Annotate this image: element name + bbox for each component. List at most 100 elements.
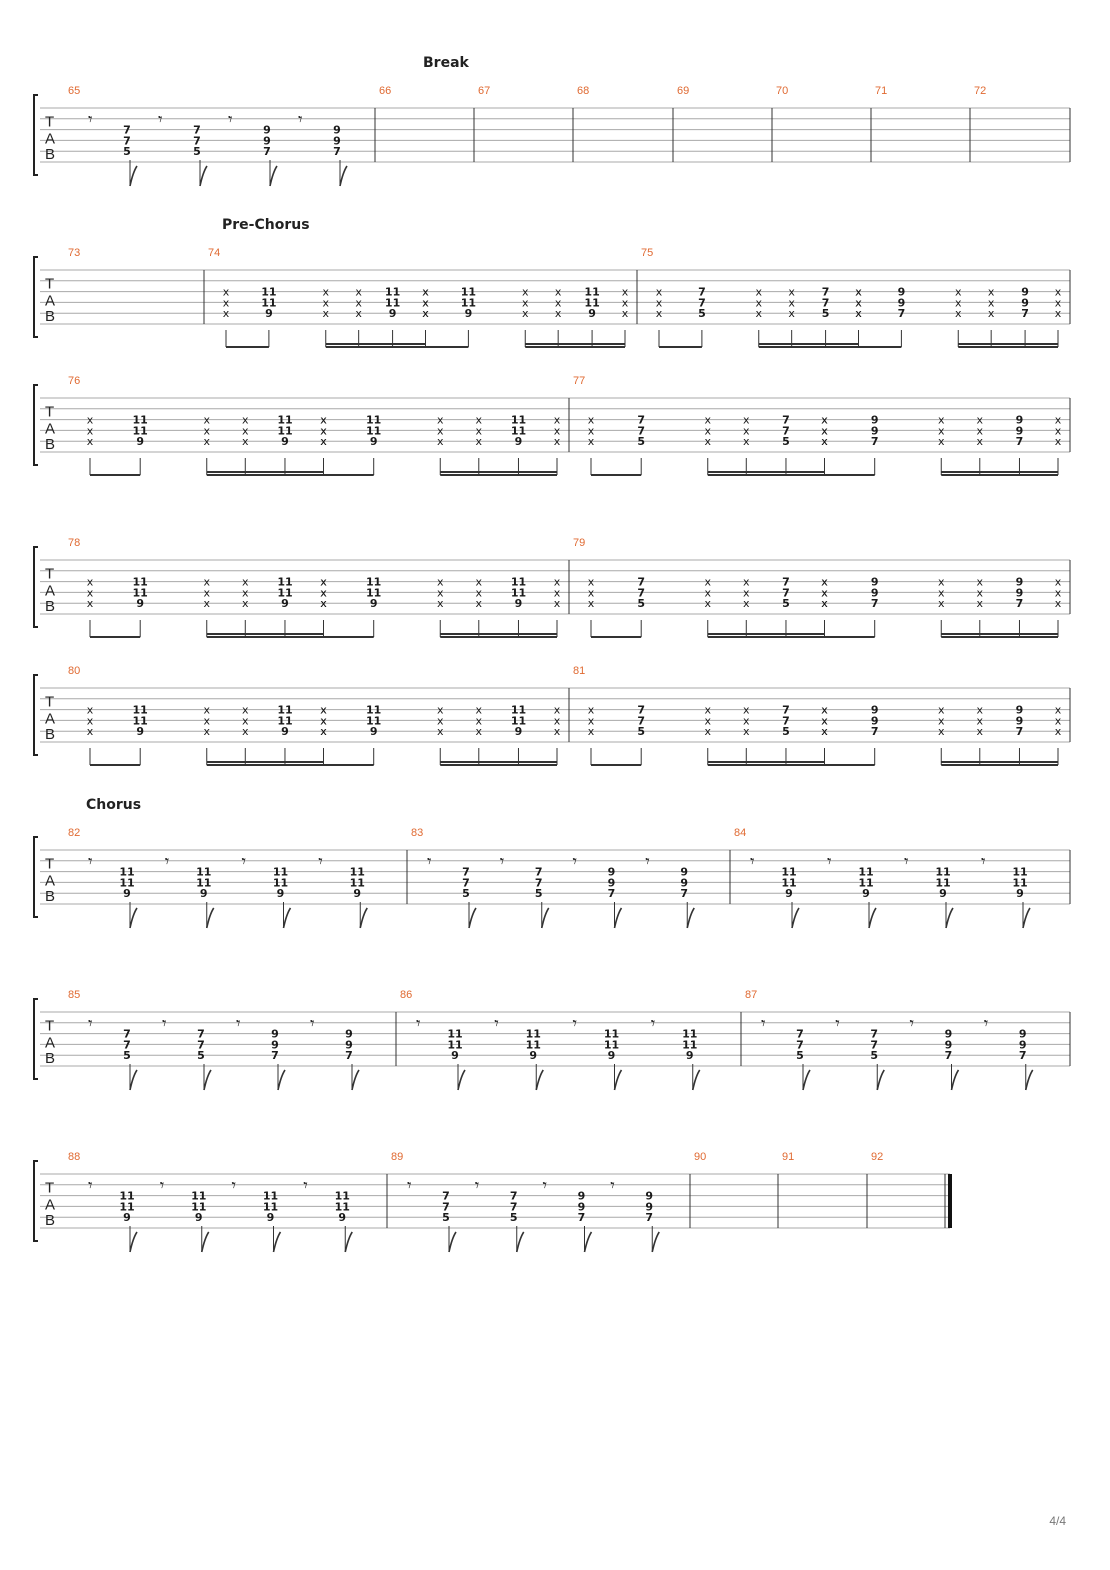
fret-number: 11 <box>133 576 148 589</box>
muted-note: x <box>743 725 750 738</box>
fret-number: 11 <box>858 876 873 889</box>
muted-note: x <box>320 597 327 610</box>
fret-number: 11 <box>385 296 400 309</box>
note-flag <box>1024 1069 1034 1091</box>
tab-clef-a: A <box>45 582 55 599</box>
measure-number: 87 <box>745 989 757 1001</box>
eighth-rest: 𝄾 <box>475 1176 480 1196</box>
eighth-rest: 𝄾 <box>88 1014 93 1034</box>
eighth-rest: 𝄾 <box>610 1176 615 1196</box>
fret-number: 5 <box>782 597 790 610</box>
measure-number: 75 <box>641 247 653 259</box>
fret-number: 5 <box>510 1211 518 1224</box>
tab-clef-b: B <box>45 146 55 163</box>
muted-note: x <box>554 725 561 738</box>
muted-note: x <box>522 307 529 320</box>
fret-number: 11 <box>858 866 873 879</box>
eighth-rest: 𝄾 <box>500 852 505 872</box>
muted-note: x <box>1055 704 1062 717</box>
fret-number: 9 <box>200 887 208 900</box>
measure-number: 88 <box>68 1151 80 1163</box>
muted-note: x <box>977 414 984 427</box>
measure-number: 65 <box>68 85 80 97</box>
fret-number: 11 <box>385 286 400 299</box>
muted-note: x <box>242 725 249 738</box>
fret-number: 11 <box>133 424 148 437</box>
fret-number: 11 <box>935 876 950 889</box>
fret-number: 9 <box>265 307 273 320</box>
fret-number: 7 <box>1016 597 1024 610</box>
muted-note: x <box>977 704 984 717</box>
fret-number: 11 <box>604 1028 619 1041</box>
measure-number: 92 <box>871 1151 883 1163</box>
fret-number: 7 <box>197 1028 205 1041</box>
fret-number: 5 <box>782 725 790 738</box>
fret-number: 11 <box>935 866 950 879</box>
muted-note: x <box>554 576 561 589</box>
system-bracket <box>33 836 38 918</box>
tab-clef-b: B <box>45 726 55 743</box>
muted-note: x <box>1055 714 1062 727</box>
muted-note: x <box>203 725 210 738</box>
fret-number: 11 <box>1012 866 1027 879</box>
eighth-rest: 𝄾 <box>904 852 909 872</box>
tab-clef-t: T <box>45 404 54 421</box>
muted-note: x <box>87 704 94 717</box>
fret-number: 9 <box>578 1190 586 1203</box>
muted-note: x <box>437 597 444 610</box>
muted-note: x <box>704 576 711 589</box>
fret-number: 7 <box>123 134 131 147</box>
fret-number: 5 <box>698 307 706 320</box>
muted-note: x <box>622 286 629 299</box>
fret-number: 9 <box>465 307 473 320</box>
fret-number: 11 <box>277 576 292 589</box>
measure-number: 86 <box>400 989 412 1001</box>
note-flag <box>205 907 215 929</box>
muted-note: x <box>242 597 249 610</box>
fret-number: 9 <box>898 296 906 309</box>
tab-clef-b: B <box>45 1050 55 1067</box>
note-flag <box>583 1231 593 1253</box>
fret-number: 7 <box>637 586 645 599</box>
muted-note: x <box>955 307 962 320</box>
note-flag <box>868 907 877 929</box>
fret-number: 7 <box>193 124 201 137</box>
muted-note: x <box>938 414 945 427</box>
muted-note: x <box>322 307 329 320</box>
fret-number: 7 <box>333 145 341 158</box>
fret-number: 9 <box>123 887 131 900</box>
fret-number: 7 <box>637 576 645 589</box>
muted-note: x <box>437 725 444 738</box>
fret-number: 9 <box>1016 704 1024 717</box>
muted-note: x <box>938 597 945 610</box>
tab-clef-a: A <box>45 130 55 147</box>
fret-number: 11 <box>682 1028 697 1041</box>
muted-note: x <box>522 286 529 299</box>
muted-note: x <box>422 286 429 299</box>
muted-note: x <box>821 576 828 589</box>
fret-number: 7 <box>871 725 879 738</box>
muted-note: x <box>422 296 429 309</box>
muted-note: x <box>320 725 327 738</box>
muted-note: x <box>476 725 483 738</box>
note-flag <box>359 907 368 929</box>
fret-number: 11 <box>604 1038 619 1051</box>
muted-note: x <box>223 296 230 309</box>
muted-note: x <box>203 714 210 727</box>
measure-number: 80 <box>68 665 80 677</box>
fret-number: 9 <box>451 1049 459 1062</box>
eighth-rest: 𝄾 <box>310 1014 315 1034</box>
muted-note: x <box>855 307 862 320</box>
note-flag <box>269 165 278 187</box>
section-label: Pre-Chorus <box>222 217 310 233</box>
fret-number: 7 <box>578 1211 586 1224</box>
muted-note: x <box>1055 286 1062 299</box>
tab-clef-b: B <box>45 1212 55 1229</box>
muted-note: x <box>320 597 327 610</box>
fret-number: 9 <box>277 887 285 900</box>
muted-note: x <box>87 597 94 610</box>
measure-number: 81 <box>573 665 585 677</box>
fret-number: 11 <box>366 586 381 599</box>
fret-number: 9 <box>608 866 616 879</box>
muted-note: x <box>821 414 828 427</box>
